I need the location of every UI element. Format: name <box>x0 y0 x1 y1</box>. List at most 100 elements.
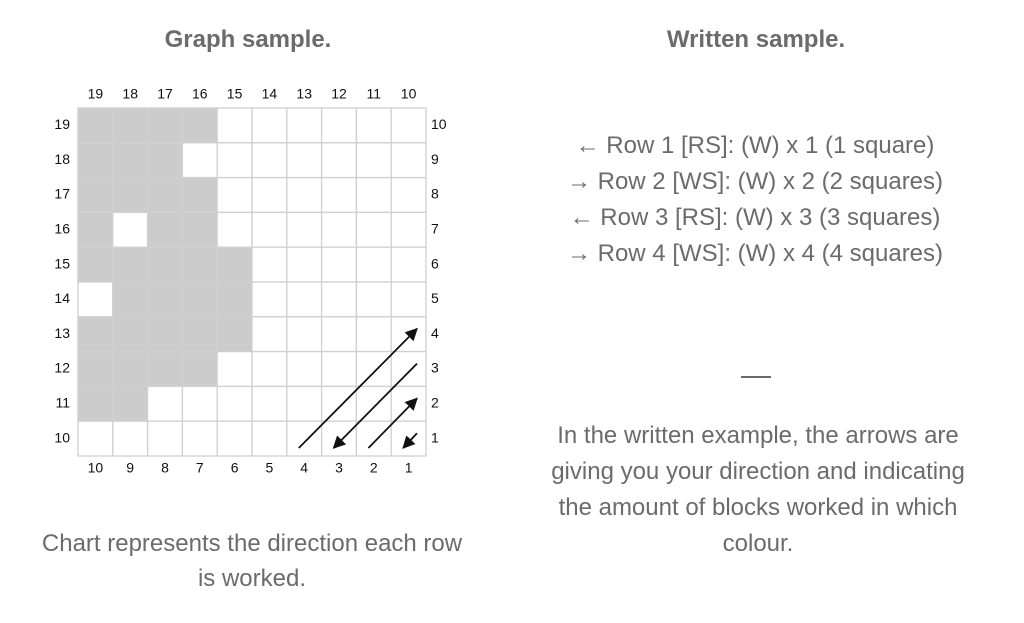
grid-cell-filled <box>112 281 149 318</box>
grid-cell-empty <box>320 176 358 214</box>
grid-cell-empty <box>390 246 427 283</box>
grid-cell-empty <box>146 385 184 422</box>
grid-cell-filled <box>77 350 114 388</box>
grid-cell-filled <box>181 316 218 353</box>
grid-cell-filled <box>112 107 149 144</box>
right-row-label: 7 <box>431 221 439 237</box>
bottom-stitch-label: 9 <box>126 460 134 476</box>
graph-sample-heading: Graph sample. <box>164 26 332 53</box>
grid-cell-empty <box>390 281 427 318</box>
grid-cell-empty <box>216 211 253 248</box>
written-row-4: → Row 4 [WS]: (W) x 4 (4 squares) <box>566 240 944 267</box>
grid-cell-empty <box>320 316 358 353</box>
bottom-stitch-label: 3 <box>335 460 343 476</box>
top-stitch-label: 16 <box>192 86 208 102</box>
grid-cell-filled <box>112 142 149 179</box>
grid-cell-empty <box>251 176 288 214</box>
grid-cell-empty <box>251 385 288 422</box>
grid-cell-empty <box>216 385 253 422</box>
grid-cell-filled <box>146 281 184 318</box>
top-stitch-label: 14 <box>262 86 278 102</box>
right-row-label: 6 <box>431 255 439 271</box>
left-row-label: 18 <box>54 151 70 167</box>
written-caption: In the written example, the arrows are g… <box>551 422 965 557</box>
grid-cell-empty <box>286 176 323 214</box>
grid-cell-empty <box>390 211 427 248</box>
top-stitch-label: 12 <box>331 86 347 102</box>
top-stitch-label: 10 <box>401 86 417 102</box>
grid-cell-filled <box>181 246 218 283</box>
bottom-stitch-label: 4 <box>300 460 308 476</box>
written-row-1: ← Row 1 [RS]: (W) x 1 (1 square) <box>575 132 935 159</box>
grid-cell-empty <box>286 142 323 179</box>
grid-cell-empty <box>320 107 358 144</box>
grid-cell-filled <box>112 176 149 214</box>
grid-cell-filled <box>77 211 114 248</box>
grid-cell-empty <box>320 142 358 179</box>
grid-cell-empty <box>355 246 392 283</box>
grid-cell-empty <box>320 350 358 388</box>
grid-cell-filled <box>181 281 218 318</box>
top-stitch-label: 11 <box>367 86 382 102</box>
top-stitch-label: 17 <box>157 86 173 102</box>
right-row-label: 4 <box>431 325 439 341</box>
grid-cell-empty <box>320 420 358 457</box>
grid-cell-empty <box>251 246 288 283</box>
grid-cell-filled <box>77 246 114 283</box>
grid-cell-filled <box>181 176 218 214</box>
grid-cell-filled <box>146 142 184 179</box>
grid-cell-empty <box>251 316 288 353</box>
grid-cell-empty <box>320 385 358 422</box>
grid-cell-empty <box>146 420 184 457</box>
left-row-label: 19 <box>54 116 70 132</box>
grid-cell-filled <box>181 107 218 144</box>
grid-cell-empty <box>390 142 427 179</box>
bottom-stitch-label: 2 <box>370 460 378 476</box>
grid-cell-empty <box>390 420 427 457</box>
grid-cell-filled <box>77 176 114 214</box>
grid-cell-filled <box>146 211 184 248</box>
left-row-label: 16 <box>54 221 70 237</box>
left-row-label: 17 <box>54 186 70 202</box>
grid-cell-empty <box>112 420 149 457</box>
grid-cell-empty <box>286 420 323 457</box>
grid-cell-filled <box>216 316 253 353</box>
grid-cell-empty <box>286 281 323 318</box>
grid-cell-empty <box>390 107 427 144</box>
grid-cell-empty <box>216 142 253 179</box>
grid-cell-empty <box>181 420 218 457</box>
written-rows-list: ← Row 1 [RS]: (W) x 1 (1 square) → Row 2… <box>520 128 990 272</box>
grid-cell-empty <box>286 107 323 144</box>
grid-cell-empty <box>181 385 218 422</box>
grid-cell-empty <box>355 211 392 248</box>
grid-cell-filled <box>146 176 184 214</box>
grid-cell-empty <box>286 350 323 388</box>
left-row-label: 12 <box>54 360 70 376</box>
bottom-stitch-label: 7 <box>196 460 204 476</box>
grid-cell-empty <box>286 211 323 248</box>
right-row-label: 9 <box>431 151 439 167</box>
grid-cell-empty <box>216 176 253 214</box>
grid-cell-filled <box>146 316 184 353</box>
grid-cell-empty <box>286 316 323 353</box>
top-stitch-label: 19 <box>88 86 104 102</box>
grid-cell-filled <box>146 107 184 144</box>
grid-cell-empty <box>251 420 288 457</box>
grid-cell-filled <box>112 316 149 353</box>
grid-cell-empty <box>286 385 323 422</box>
grid-cell-empty <box>77 281 114 318</box>
grid-cell-empty <box>286 246 323 283</box>
grid-cell-filled <box>77 107 114 144</box>
grid-cell-filled <box>216 281 253 318</box>
grid-cell-empty <box>355 281 392 318</box>
right-row-label: 1 <box>431 429 439 445</box>
grid-cell-empty <box>216 420 253 457</box>
grid-cell-empty <box>355 385 392 422</box>
left-row-label: 15 <box>54 255 70 271</box>
left-row-label: 10 <box>54 429 70 445</box>
left-row-label: 13 <box>54 325 70 341</box>
left-row-label: 14 <box>54 290 70 306</box>
row-2-direction-arrow <box>367 397 418 449</box>
grid-cell-empty <box>355 142 392 179</box>
grid-cell-empty <box>390 385 427 422</box>
